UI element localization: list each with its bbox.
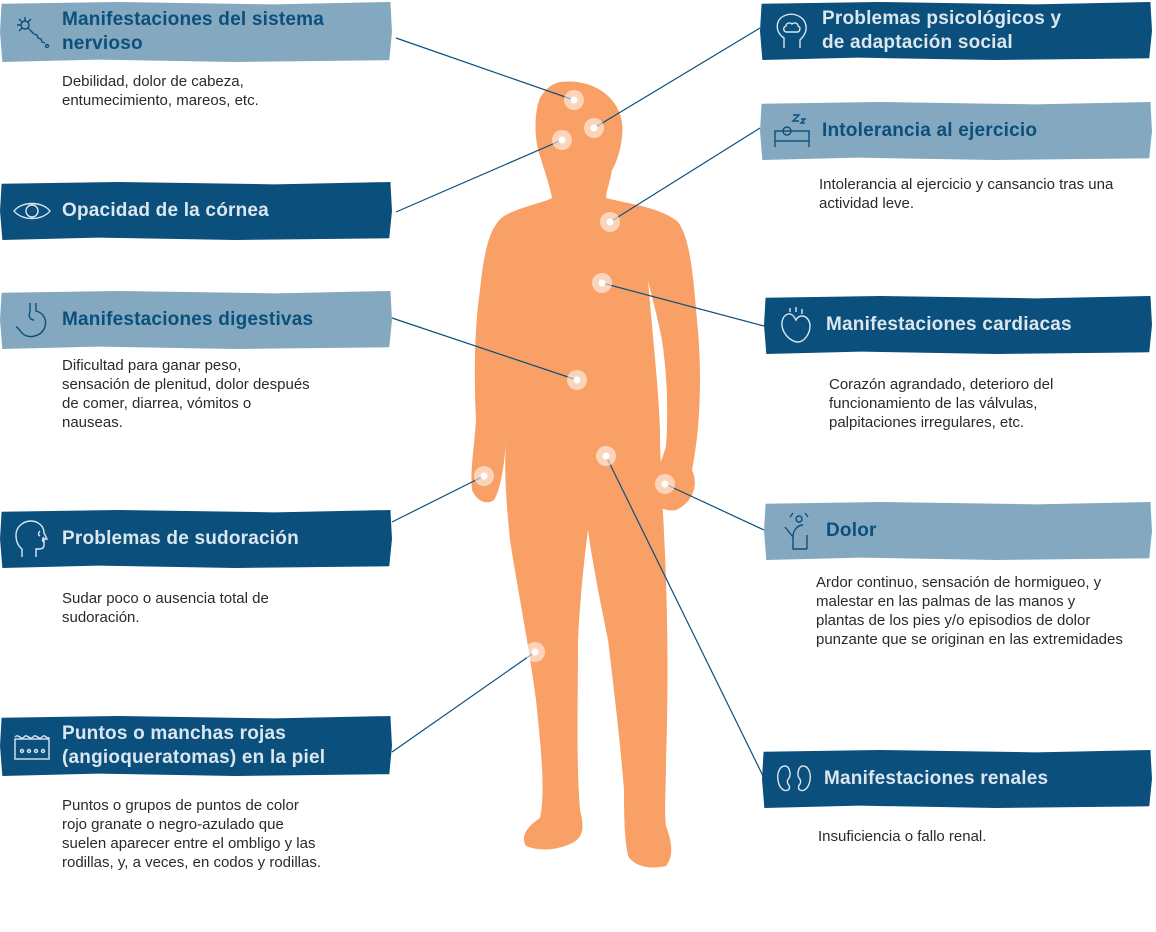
- marker-head: [564, 90, 584, 110]
- connector-lines: [391, 27, 765, 779]
- connector-psicologicos: [593, 27, 761, 129]
- box-ejercicio: Intolerancia al ejercicio: [760, 102, 1152, 160]
- marker-stomach: [567, 370, 587, 390]
- box-digestivas: Manifestaciones digestivas: [0, 291, 392, 349]
- box-renales: Manifestaciones renales: [762, 750, 1152, 808]
- box-psicologicos: Problemas psicológicos y de adaptación s…: [760, 2, 1152, 60]
- desc-digestivas: Dificultad para ganar peso, sensación de…: [62, 357, 310, 431]
- title-ejercicio: Intolerancia al ejercicio: [822, 120, 1038, 141]
- body-markers: [474, 90, 675, 662]
- neuron-icon: [12, 12, 52, 52]
- heart-icon: [776, 305, 816, 345]
- connector-nervioso: [395, 37, 575, 101]
- desc-renales: Insuficiencia o fallo renal.: [818, 828, 987, 845]
- box-cornea: Opacidad de la córnea: [0, 182, 392, 240]
- sweating-head-icon: [12, 519, 52, 559]
- desc-sudoracion: Sudar poco o ausencia total de sudoració…: [62, 590, 269, 626]
- pain-person-icon: [776, 511, 816, 551]
- skin-layers-icon: [12, 726, 52, 766]
- connector-dolor: [664, 483, 765, 531]
- desc-nervioso: Debilidad, dolor de cabeza, entumecimien…: [62, 73, 259, 109]
- marker-brain: [584, 118, 604, 138]
- marker-right-hand: [474, 466, 494, 486]
- sleeping-bed-icon: [772, 111, 812, 151]
- stomach-icon: [12, 300, 52, 340]
- marker-eye: [552, 130, 572, 150]
- marker-left-hand: [655, 474, 675, 494]
- box-dolor: Dolor: [764, 502, 1152, 560]
- marker-heart: [592, 273, 612, 293]
- desc-dolor: Ardor continuo, sensación de hormigueo, …: [816, 574, 1123, 648]
- connector-renales: [605, 455, 765, 779]
- marker-shoulder: [600, 212, 620, 232]
- eye-icon: [12, 191, 52, 231]
- box-sudoracion: Problemas de sudoración: [0, 510, 392, 568]
- connector-digestivas: [391, 317, 578, 381]
- box-nervioso: Manifestaciones del sistema nervioso: [0, 2, 392, 62]
- title-renales: Manifestaciones renales: [824, 768, 1049, 789]
- connector-cardiacas: [601, 282, 765, 327]
- title-digestivas: Manifestaciones digestivas: [62, 309, 314, 330]
- title-psicologicos: Problemas psicológicos y de adaptación s…: [822, 8, 1062, 53]
- marker-knee: [525, 642, 545, 662]
- connector-cornea: [395, 139, 563, 213]
- title-dolor: Dolor: [826, 520, 877, 541]
- kidneys-icon: [774, 759, 814, 799]
- desc-ejercicio: Intolerancia al ejercicio y cansancio tr…: [819, 176, 1114, 212]
- connector-ejercicio: [609, 127, 761, 223]
- marker-kidney: [596, 446, 616, 466]
- brain-head-icon: [772, 11, 812, 51]
- title-cardiacas: Manifestaciones cardiacas: [826, 314, 1072, 335]
- title-sudoracion: Problemas de sudoración: [62, 528, 299, 549]
- title-piel: Puntos o manchas rojas (angioqueratomas)…: [62, 723, 326, 768]
- desc-piel: Puntos o grupos de puntos de color rojo …: [62, 797, 322, 871]
- connector-piel: [391, 651, 536, 753]
- human-silhouette: [471, 81, 700, 868]
- box-cardiacas: Manifestaciones cardiacas: [764, 296, 1152, 354]
- connector-sudoracion: [391, 475, 485, 523]
- box-piel: Puntos o manchas rojas (angioqueratomas)…: [0, 716, 392, 776]
- title-cornea: Opacidad de la córnea: [62, 200, 269, 221]
- title-nervioso: Manifestaciones del sistema nervioso: [62, 9, 325, 54]
- desc-cardiacas: Corazón agrandado, deterioro del funcion…: [829, 376, 1054, 431]
